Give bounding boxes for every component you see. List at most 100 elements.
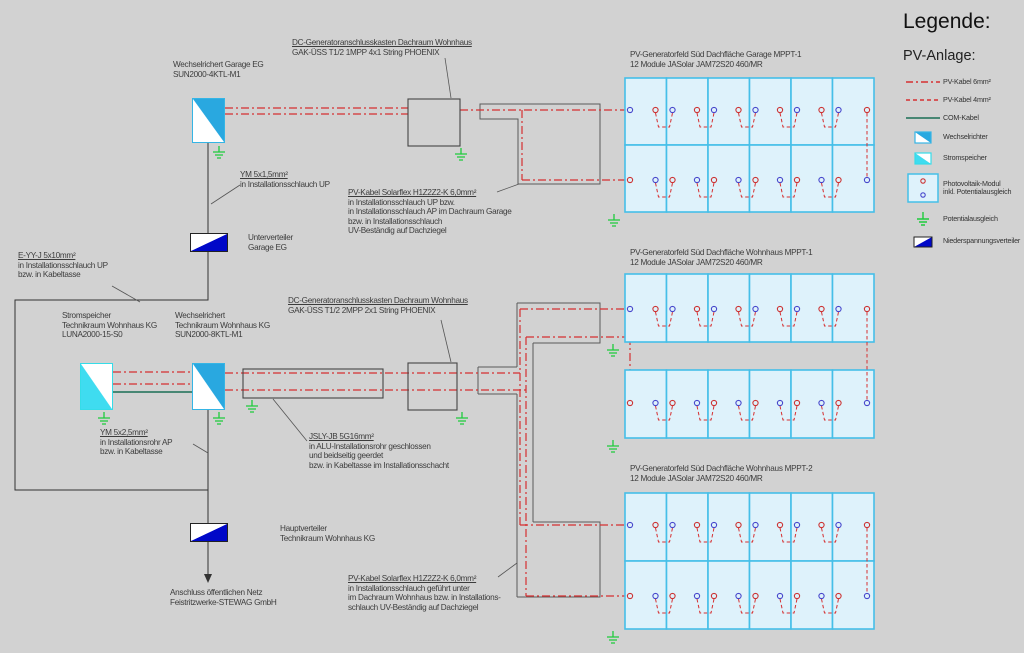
battery-storage-icon <box>80 363 113 410</box>
eyyj-cable-run <box>14 252 209 491</box>
module-terminal <box>735 176 742 184</box>
module-terminal <box>693 592 701 600</box>
pv-module-icon <box>903 172 943 204</box>
conduit-garage <box>479 103 601 185</box>
pv-module <box>831 369 875 439</box>
alu-conduit-box <box>242 368 384 399</box>
label-array1: PV-Generatorfeld Süd Dachfläche Garage M… <box>630 50 802 69</box>
string-jumper <box>655 405 673 421</box>
module-terminal <box>710 521 718 529</box>
string-jumper <box>655 598 673 614</box>
pv-module <box>790 273 834 343</box>
com-cable-icon <box>903 112 943 124</box>
module-terminal <box>710 176 718 184</box>
pv-module <box>624 369 668 439</box>
pv-module <box>790 369 834 439</box>
module-terminal <box>863 176 871 184</box>
module-terminal <box>669 176 676 184</box>
legend-item-com-cable: COM-Kabel <box>903 112 1023 124</box>
ground-symbol <box>213 412 225 425</box>
down-arrow <box>204 574 212 583</box>
legend-panel: Legende: PV-Anlage: PV-Kabel 6mm² PV-Kab… <box>903 10 1023 255</box>
ground-symbol <box>246 400 258 413</box>
pv-module <box>665 492 709 562</box>
module-terminal <box>626 106 634 114</box>
lv-distributor-icon <box>903 234 943 249</box>
module-terminal <box>793 305 801 313</box>
string-jumper <box>821 405 839 421</box>
legend-item-battery-storage: Stromspeicher <box>903 151 1023 166</box>
pv-module <box>665 560 709 630</box>
ground-symbol <box>607 631 619 644</box>
module-terminal <box>752 176 759 184</box>
module-terminal <box>776 521 784 529</box>
module-terminal <box>793 399 801 407</box>
module-terminal <box>752 106 759 114</box>
ground-symbol <box>456 412 468 425</box>
ground-symbol <box>608 214 620 227</box>
string-jumper <box>821 112 839 128</box>
module-terminal <box>793 521 801 529</box>
module-terminal <box>735 592 742 600</box>
module-terminal <box>835 106 842 114</box>
module-terminal <box>863 305 871 313</box>
module-terminal <box>693 521 701 529</box>
string-jumper <box>738 405 756 421</box>
string-jumper <box>696 182 715 198</box>
string-jumper <box>655 311 673 327</box>
conduit-channel <box>516 302 601 598</box>
legend-item-pv-cable-4mm: PV-Kabel 4mm² <box>903 94 1023 106</box>
module-terminal <box>652 521 659 529</box>
string-jumper <box>696 598 715 614</box>
module-terminal <box>835 592 842 600</box>
module-terminal <box>669 521 676 529</box>
module-terminal <box>818 176 825 184</box>
module-terminal <box>710 106 718 114</box>
module-terminal <box>735 106 742 114</box>
pv-module <box>831 560 875 630</box>
string-jumper <box>738 527 756 543</box>
pv-module <box>831 273 875 343</box>
module-terminal <box>626 592 634 600</box>
string-jumper <box>779 598 798 614</box>
pv-module <box>748 492 792 562</box>
pv-module <box>665 273 709 343</box>
pv-module <box>624 273 668 343</box>
module-terminal <box>669 305 676 313</box>
pv-cable-gak1-array1-row2 <box>521 110 627 181</box>
string-jumper <box>821 311 839 327</box>
pv-module <box>790 77 834 146</box>
ground-symbol <box>607 440 619 453</box>
ground-symbol <box>213 146 225 159</box>
pv-cable-6mm-icon <box>903 76 943 88</box>
label-gak2: DC-Generatoranschlusskasten Dachraum Woh… <box>288 296 468 315</box>
module-terminal <box>693 176 701 184</box>
pv-module <box>707 369 751 439</box>
module-terminal <box>818 399 825 407</box>
module-terminal <box>793 592 801 600</box>
module-terminal <box>693 399 701 407</box>
string-jumper <box>696 405 715 421</box>
module-terminal <box>626 521 634 529</box>
module-terminal <box>793 106 801 114</box>
pv-module <box>665 369 709 439</box>
string-jumper <box>655 182 673 198</box>
pv-module <box>748 144 792 213</box>
pv-module <box>665 77 709 146</box>
string-jumper <box>696 311 715 327</box>
module-terminal <box>835 521 842 529</box>
battery-storage-icon <box>903 151 943 166</box>
module-terminal <box>863 592 871 600</box>
pv-cable-storage-inv2 <box>113 371 192 385</box>
pv-cable-inv2-gak2 <box>225 372 526 391</box>
pv-module <box>831 144 875 213</box>
module-terminal <box>669 106 676 114</box>
label-array3: PV-Generatorfeld Süd Dachfläche Wohnhaus… <box>630 464 813 483</box>
module-terminal <box>652 176 659 184</box>
pv-cable-riser <box>519 309 527 596</box>
module-terminal <box>710 399 718 407</box>
